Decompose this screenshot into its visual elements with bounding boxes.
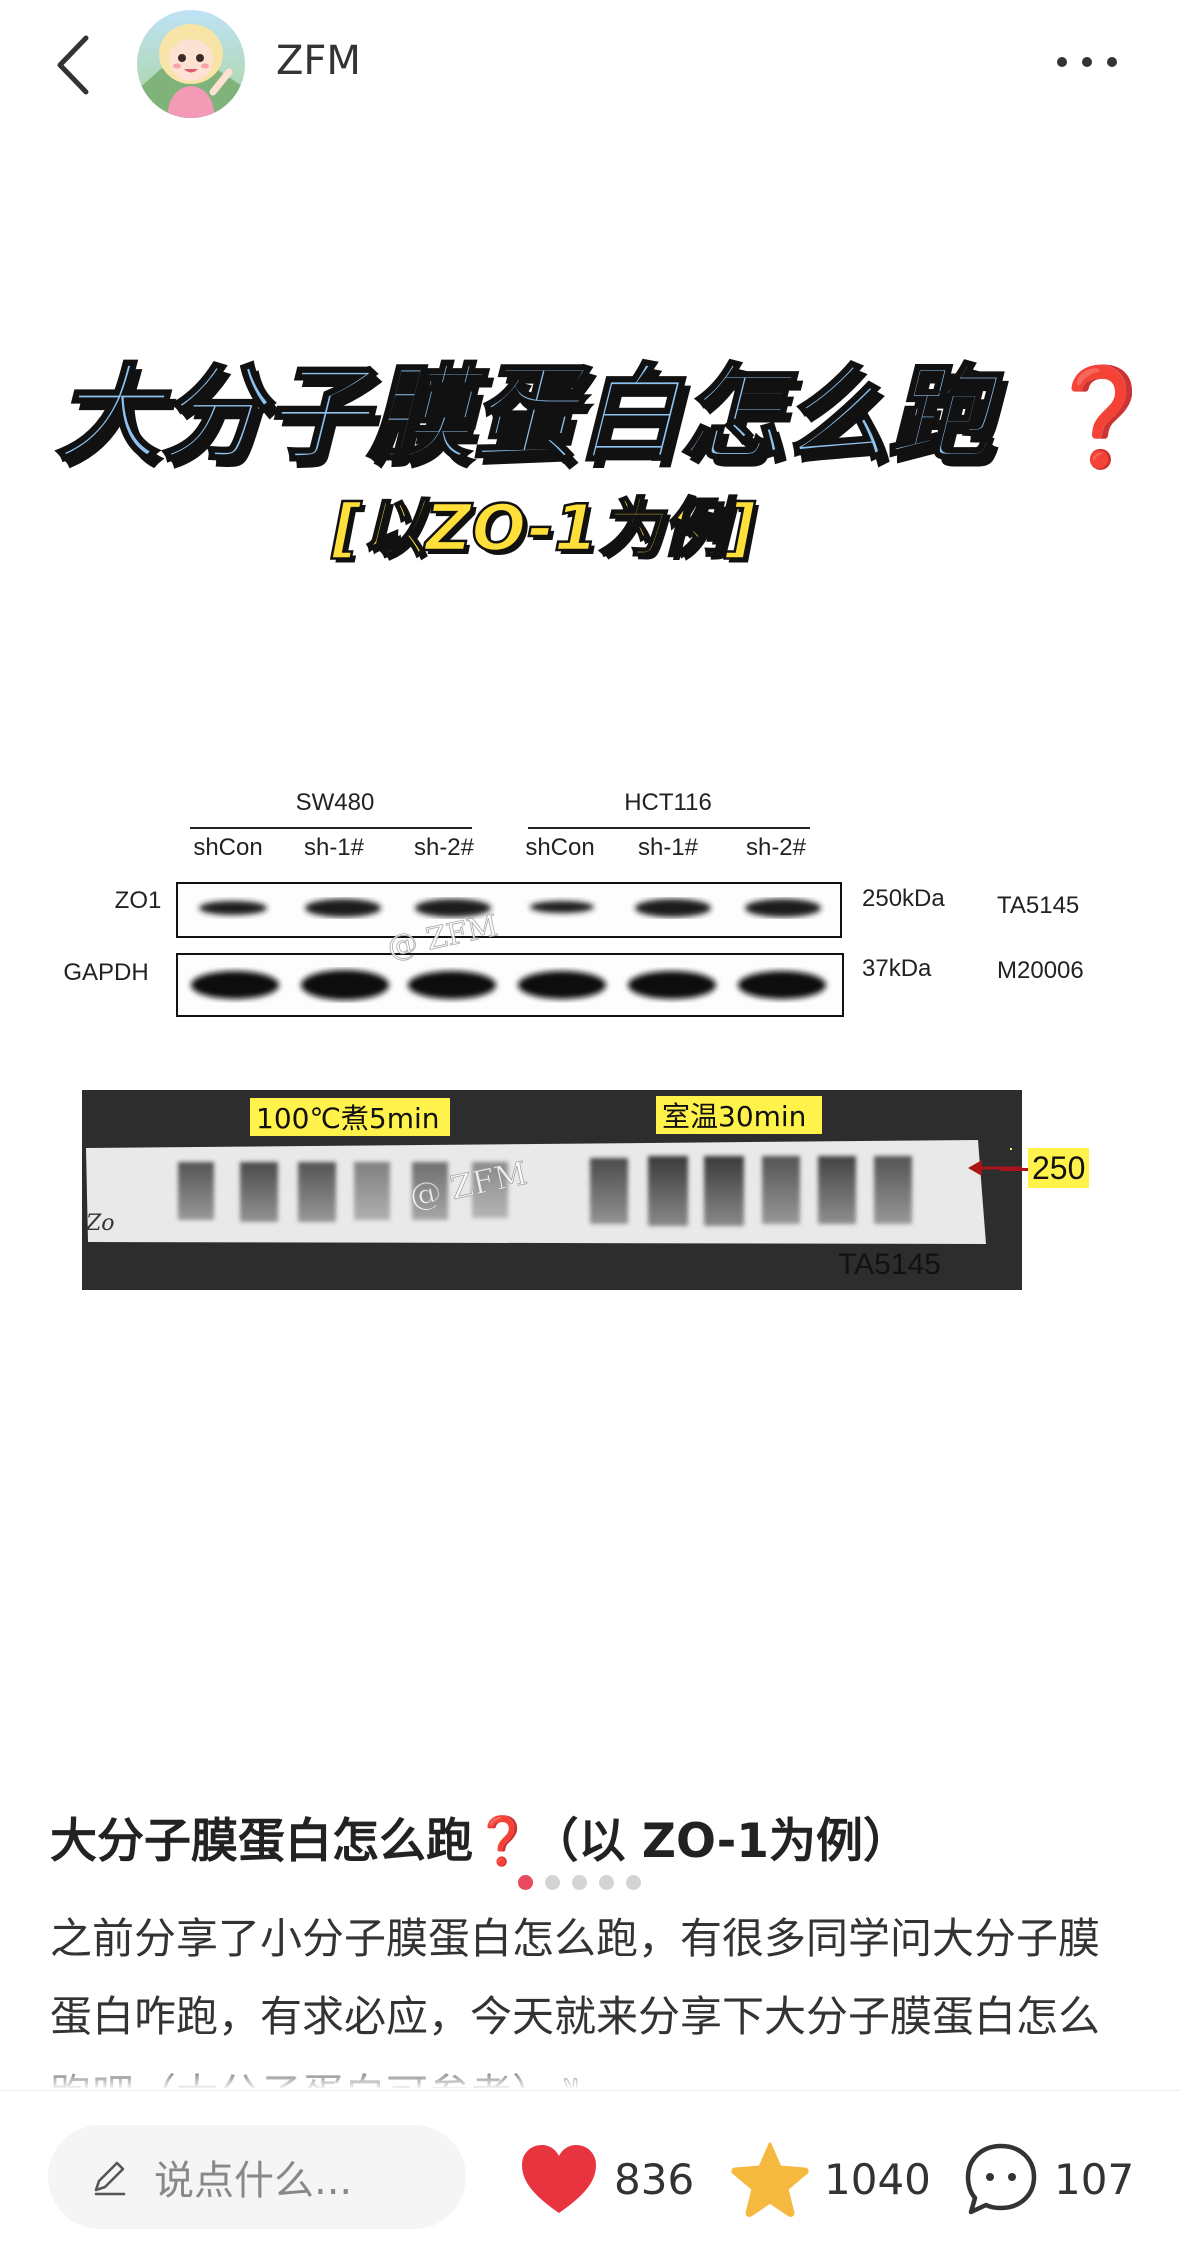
row-label-zo1: ZO1 bbox=[115, 887, 162, 914]
lanes-left bbox=[178, 1162, 508, 1222]
marker-highlight bbox=[1010, 1148, 1012, 1150]
lanes-right bbox=[590, 1156, 912, 1226]
post-title-tail: （以 ZO-1为例） bbox=[531, 1814, 911, 1869]
band bbox=[199, 901, 267, 915]
western-blot-panel-2: 100℃煮5min 室温30min TA5145 Zo @ ZFM bbox=[82, 1090, 1022, 1290]
post-header: ZFM bbox=[0, 0, 1180, 130]
label-highlight-left bbox=[250, 1098, 450, 1136]
catalog-label-zo1: TA5145 bbox=[997, 892, 1079, 919]
carousel-dot[interactable] bbox=[626, 1875, 641, 1890]
hero-subtitle: [以ZO-1为例] [以ZO-1为例] bbox=[330, 491, 760, 570]
carousel-dot[interactable] bbox=[545, 1875, 560, 1890]
band bbox=[738, 971, 826, 999]
lane bbox=[874, 1156, 912, 1224]
post-title-main: 大分子膜蛋白怎么跑 bbox=[50, 1814, 473, 1869]
blot-membrane-zo1 bbox=[176, 882, 842, 938]
star-icon bbox=[731, 2142, 809, 2217]
post-title-question-mark: ❓ bbox=[473, 1814, 532, 1869]
bottom-action-bar: 说点什么... 836 1040 107 bbox=[0, 2090, 1180, 2264]
label-highlight-right bbox=[656, 1096, 822, 1134]
lane bbox=[762, 1156, 800, 1224]
band bbox=[745, 899, 821, 917]
lane bbox=[240, 1162, 278, 1222]
marker-arrow-tail bbox=[1000, 1168, 1028, 1171]
lane bbox=[472, 1162, 508, 1218]
favorite-button[interactable]: 1040 bbox=[730, 2139, 931, 2219]
row-label-gapdh: GAPDH bbox=[63, 959, 148, 986]
author-name[interactable]: ZFM bbox=[276, 38, 361, 84]
pencil-icon bbox=[94, 2161, 126, 2196]
condition-label-room-temp: 室温30min bbox=[662, 1100, 806, 1133]
catalog-label-gapdh: M20006 bbox=[997, 957, 1084, 984]
western-blot-panel-1: SW480 HCT116 shCon sh-1# sh-2# shCon sh-… bbox=[63, 789, 1084, 1017]
lane bbox=[298, 1162, 336, 1222]
marker-label-250: 250 bbox=[1028, 1148, 1090, 1188]
post-title: 大分子膜蛋白怎么跑❓（以 ZO-1为例） bbox=[50, 1802, 1140, 1871]
avatar[interactable] bbox=[137, 10, 245, 118]
band bbox=[301, 970, 389, 1000]
text-fade-overlay bbox=[0, 2060, 1180, 2090]
avatar-cartoon-girl-icon bbox=[137, 10, 245, 118]
band bbox=[305, 899, 381, 917]
condition-label-boiled: 100℃煮5min bbox=[256, 1102, 440, 1135]
carousel-dot[interactable] bbox=[572, 1875, 587, 1890]
catalog-label: TA5145 bbox=[838, 1248, 941, 1281]
band bbox=[635, 899, 711, 917]
back-arrow-icon[interactable] bbox=[50, 30, 100, 100]
lane-label: sh-2# bbox=[414, 834, 475, 861]
heart-icon bbox=[522, 2145, 596, 2213]
carousel-indicator bbox=[518, 1875, 641, 1895]
carousel-dot[interactable] bbox=[599, 1875, 614, 1890]
lane bbox=[178, 1162, 214, 1220]
like-button[interactable]: 836 bbox=[518, 2139, 694, 2219]
more-options-icon[interactable] bbox=[1052, 40, 1122, 84]
hero-title-question-mark: ❓ bbox=[1042, 361, 1132, 473]
lane bbox=[648, 1156, 688, 1226]
lane-label: sh-1# bbox=[304, 834, 365, 861]
band bbox=[191, 971, 279, 999]
comment-placeholder: 说点什么... bbox=[154, 2158, 353, 2204]
comment-count: 107 bbox=[1054, 2154, 1135, 2204]
like-count: 836 bbox=[614, 2154, 695, 2204]
lane bbox=[354, 1162, 390, 1220]
band bbox=[530, 901, 594, 913]
lane-label: shCon bbox=[525, 834, 594, 861]
lane-label: shCon bbox=[193, 834, 262, 861]
lane bbox=[412, 1162, 448, 1220]
hero-title: 大分子膜蛋白怎么跑 大分子膜蛋白怎么跑 ❓ bbox=[55, 352, 1133, 481]
favorite-count: 1040 bbox=[824, 2154, 931, 2204]
lane-label: sh-1# bbox=[638, 834, 699, 861]
size-label-gapdh: 37kDa bbox=[862, 955, 932, 982]
group-label-hct116: HCT116 bbox=[624, 789, 712, 816]
comment-input[interactable]: 说点什么... bbox=[48, 2125, 466, 2229]
band bbox=[628, 971, 716, 999]
band bbox=[518, 971, 606, 999]
group-label-sw480: SW480 bbox=[296, 789, 375, 816]
band bbox=[415, 899, 491, 917]
hero-subtitle-text: [以ZO-1为例] bbox=[331, 492, 756, 566]
hero-subtitle-shadow: [以ZO-1为例] bbox=[335, 496, 760, 570]
corner-label: Zo bbox=[85, 1211, 115, 1236]
band bbox=[408, 971, 496, 999]
zo1-bands bbox=[199, 899, 821, 917]
hero-title-text: 大分子膜蛋白怎么跑 bbox=[56, 353, 1003, 475]
comments-button[interactable]: 107 bbox=[962, 2139, 1134, 2219]
lane bbox=[704, 1156, 744, 1226]
lane bbox=[818, 1156, 856, 1224]
hero-title-shadow: 大分子膜蛋白怎么跑 bbox=[62, 361, 1009, 480]
gapdh-bands bbox=[191, 970, 826, 1000]
carousel-dot-active[interactable] bbox=[518, 1875, 533, 1890]
comment-bubble-icon bbox=[965, 2143, 1037, 2215]
size-label-zo1: 250kDa bbox=[862, 885, 945, 912]
post-image-carousel[interactable]: 大分子膜蛋白怎么跑 大分子膜蛋白怎么跑 ❓ [以ZO-1为例] [以ZO-1为例… bbox=[0, 130, 1180, 1890]
lane-label: sh-2# bbox=[746, 834, 807, 861]
lane bbox=[590, 1158, 628, 1224]
blot-membrane-gapdh bbox=[176, 953, 844, 1017]
